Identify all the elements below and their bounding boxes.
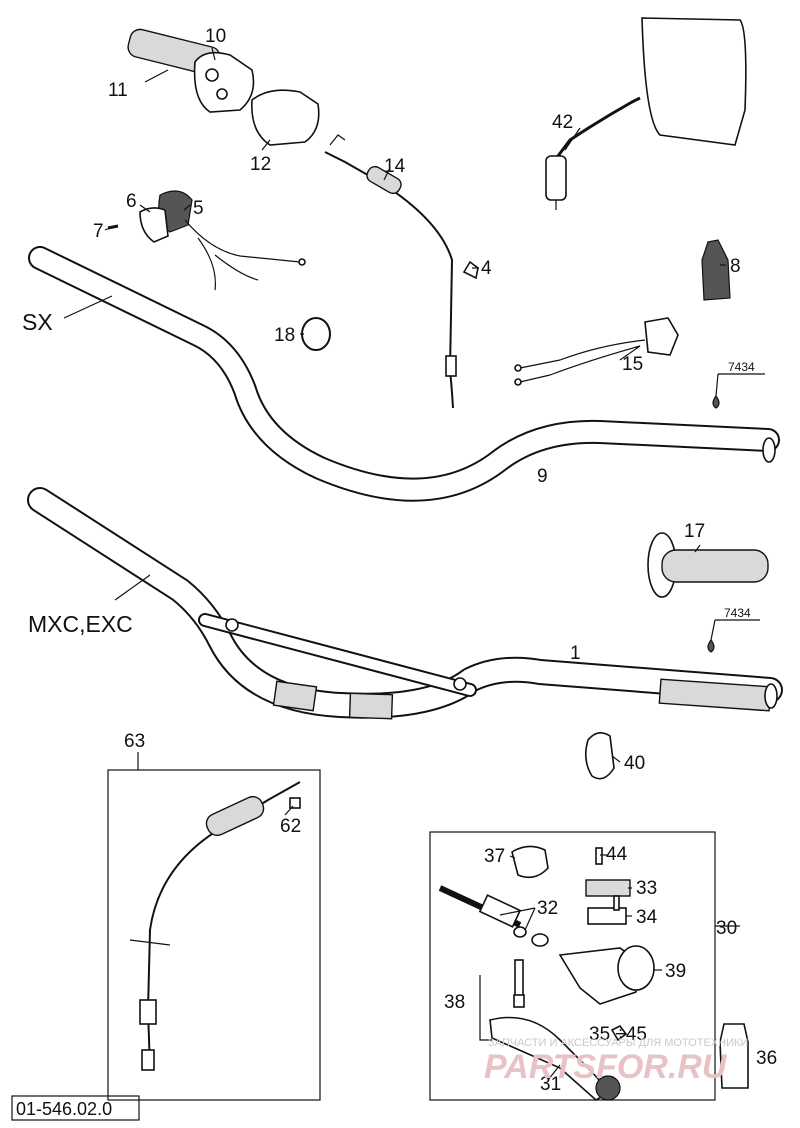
switch-wiring <box>514 317 679 386</box>
part-number-31: 31 <box>540 1074 561 1095</box>
label-mxc-exc: MXC,EXC <box>28 611 133 637</box>
watermark-brand: PARTSFOR.RU <box>484 1048 728 1086</box>
part-number-17: 17 <box>684 521 705 542</box>
part-number-14: 14 <box>384 156 406 177</box>
part-number-6: 6 <box>126 191 137 212</box>
master-cylinder-parts <box>438 845 655 1101</box>
reference-code: 01-546.02.0 <box>16 1099 112 1119</box>
part-number-34: 34 <box>636 907 658 928</box>
kill-switch <box>107 190 306 291</box>
part-number-38: 38 <box>444 992 465 1013</box>
watermark-tagline: ЗАПЧАСТИ И АКСЕССУАРЫ ДЛЯ МОТОТЕХНИКИ <box>488 1037 748 1049</box>
part-number-32: 32 <box>537 898 558 919</box>
leader-lines <box>63 47 765 1081</box>
part-number-5: 5 <box>193 198 204 219</box>
cable-kit-frame <box>107 769 321 1101</box>
callout-7434-b: 7434 <box>724 606 751 620</box>
clamp-ring <box>301 317 331 351</box>
part-number-30: 30 <box>716 918 737 939</box>
part-number-10: 10 <box>205 26 226 47</box>
part-number-62: 62 <box>280 816 301 837</box>
master-cylinder-frame <box>429 831 716 1101</box>
part-number-18: 18 <box>274 325 295 346</box>
spray-can <box>701 239 731 301</box>
oil-bottle <box>719 1023 749 1089</box>
label-sx: SX <box>22 309 53 335</box>
part-number-9: 9 <box>537 466 548 487</box>
part-number-35-45: 35 ÷45 <box>589 1024 647 1045</box>
part-number-7: 7 <box>93 221 104 242</box>
handlebar-mxc-exc <box>27 487 783 720</box>
part-number-37: 37 <box>484 846 505 867</box>
handlebar-sx <box>28 246 780 502</box>
throttle-grip <box>127 28 255 113</box>
part-number-40: 40 <box>624 753 645 774</box>
clutch-cable <box>129 781 301 1071</box>
part-number-15: 15 <box>622 354 643 375</box>
grease-drop <box>707 638 715 653</box>
part-number-42: 42 <box>552 112 573 133</box>
part-number-39: 39 <box>665 961 686 982</box>
callout-7434-a: 7434 <box>728 360 755 374</box>
part-number-11: 11 <box>108 80 128 101</box>
mirror <box>545 17 747 210</box>
grip <box>647 532 769 598</box>
part-number-33: 33 <box>636 878 657 899</box>
reference-box <box>11 1095 140 1121</box>
part-number-36: 36 <box>756 1048 777 1069</box>
clamp <box>584 732 615 780</box>
part-number-4: 4 <box>481 258 492 279</box>
part-number-12: 12 <box>250 154 271 175</box>
part-number-1: 1 <box>570 643 581 664</box>
throttle-cover <box>251 89 320 146</box>
grease-drop <box>712 394 720 409</box>
part-number-63: 63 <box>124 731 145 752</box>
part-number-44: 44 <box>606 844 628 865</box>
part-number-8: 8 <box>730 256 741 277</box>
cap <box>462 260 479 280</box>
